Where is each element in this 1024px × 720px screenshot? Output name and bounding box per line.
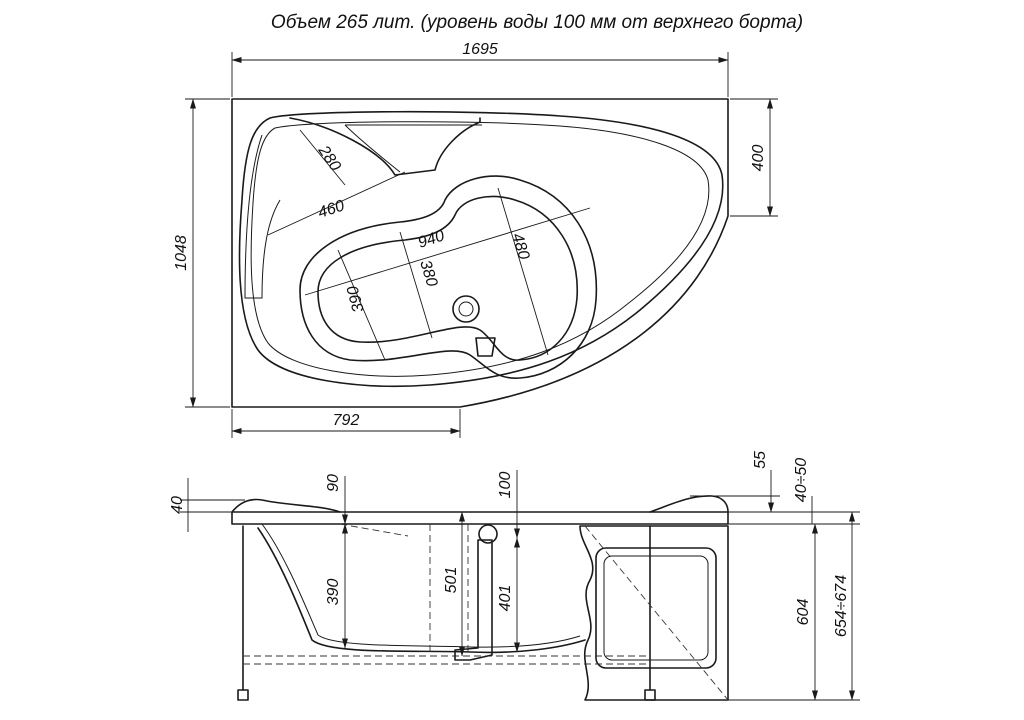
side-overflow-icon	[478, 524, 498, 544]
dim-line-380	[399, 231, 433, 339]
dim-line-480	[497, 187, 549, 356]
top-outer-rim	[231, 98, 729, 408]
side-panel-frame-inner	[603, 555, 709, 661]
side-view: 40 90 100 55 40÷50 390 501 401 604 654÷6…	[169, 451, 860, 701]
dim-label-604: 604	[795, 599, 812, 626]
top-overflow	[475, 337, 496, 357]
dim-label-40-50: 40÷50	[793, 458, 810, 502]
dim-label-380: 380	[416, 258, 440, 289]
side-frame-dashed	[243, 523, 729, 701]
side-headrest-right	[649, 495, 729, 513]
side-basin-profile-inner	[261, 523, 581, 648]
dim-label-90: 90	[325, 474, 342, 492]
top-headrest-inner	[344, 124, 482, 173]
dim-line-280	[299, 129, 346, 186]
top-view: 280 460 940 480 380 390 1695 1048 792 40…	[173, 41, 778, 438]
dim-line-940	[304, 207, 591, 296]
top-inner-rim-2	[250, 121, 710, 377]
dim-label-460: 460	[316, 197, 347, 221]
top-left-seat	[244, 134, 281, 299]
dim-label-400: 400	[750, 145, 767, 172]
top-inner-rim	[238, 110, 724, 388]
dim-line-390	[337, 249, 386, 361]
dim-label-55: 55	[752, 451, 769, 469]
dim-label-390-side: 390	[325, 579, 342, 606]
top-drain-icon	[452, 295, 480, 323]
side-headrest-left	[231, 498, 341, 513]
top-basin-inner	[317, 195, 578, 361]
side-foot-left	[237, 689, 249, 701]
dim-label-100: 100	[497, 472, 514, 499]
dim-label-40: 40	[169, 496, 186, 514]
dim-label-1695: 1695	[462, 41, 498, 58]
dim-label-390: 390	[344, 284, 367, 314]
top-drain-inner	[458, 301, 474, 317]
dim-label-792: 792	[333, 412, 360, 429]
side-foot-right	[644, 689, 656, 701]
side-front-panel	[579, 525, 729, 701]
dim-label-480: 480	[508, 231, 532, 262]
dim-label-401: 401	[497, 585, 514, 612]
dim-label-940: 940	[416, 227, 447, 251]
top-headrest	[289, 117, 481, 176]
side-basin-profile	[257, 527, 586, 654]
dim-label-1048: 1048	[173, 235, 190, 271]
side-rim	[231, 511, 729, 525]
dim-label-280: 280	[314, 142, 344, 175]
side-panel-frame	[595, 547, 717, 669]
top-basin-outer	[299, 175, 598, 379]
side-drain-pipe	[454, 539, 493, 661]
drawing-title: Объем 265 лит. (уровень воды 100 мм от в…	[271, 12, 803, 33]
dim-label-501: 501	[443, 567, 460, 594]
dim-line-460	[267, 171, 406, 236]
dim-label-654-674: 654÷674	[833, 575, 850, 637]
